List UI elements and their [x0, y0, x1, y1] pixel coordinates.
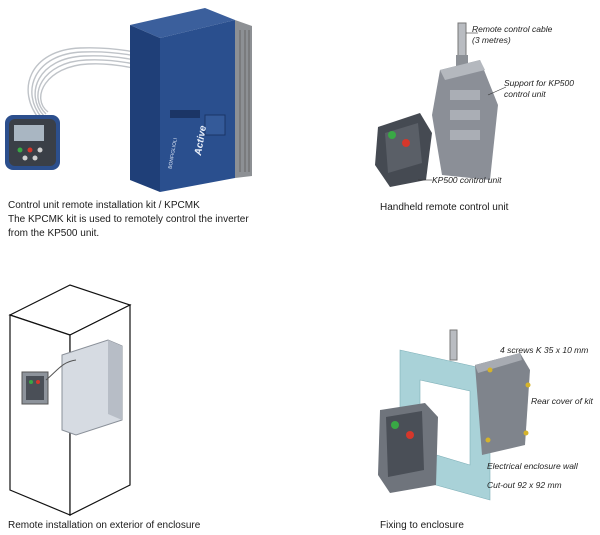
kp500-support [432, 60, 498, 180]
caption-handheld: Handheld remote control unit [380, 202, 509, 213]
inverter-unit [130, 8, 252, 192]
panel-keypad [21, 371, 49, 405]
kp500-unit [375, 113, 432, 187]
caption-exterior: Remote installation on exterior of enclo… [8, 520, 201, 531]
keypad-cable [45, 359, 77, 381]
rear-cover [475, 353, 531, 455]
handheld-remote-illustration [375, 22, 507, 187]
label-screws: 4 screws K 35 x 10 mm [500, 345, 589, 355]
label-cutout: Cut-out 92 x 92 mm [487, 480, 562, 490]
caption-kit-line3: from the KP500 unit. [8, 228, 100, 239]
enclosure-exterior-illustration [8, 284, 132, 516]
label-rear-cover: Rear cover of kit [531, 396, 593, 406]
label-remote-cable-length: (3 metres) [472, 35, 511, 45]
label-enclosure-wall: Electrical enclosure wall [487, 461, 578, 471]
cable-connector [456, 22, 468, 67]
caption-kit-line1: Control unit remote installation kit / K… [8, 200, 200, 211]
kpcmk-kit-illustration [5, 8, 252, 192]
label-kp500-unit: KP500 control unit [432, 175, 502, 185]
caption-kit-line2: The KPCMK kit is used to remotely contro… [8, 214, 249, 225]
label-support: Support for KP500 [504, 78, 574, 88]
front-keypad-unit [378, 403, 438, 493]
caption-fixing: Fixing to enclosure [380, 520, 464, 531]
mounted-inverter [61, 339, 123, 436]
label-support-line2: control unit [504, 89, 546, 99]
fixing-illustration [378, 329, 531, 501]
remote-keypad [5, 115, 60, 170]
label-remote-cable: Remote control cable [472, 24, 553, 34]
fixing-cable-connector [449, 329, 458, 361]
